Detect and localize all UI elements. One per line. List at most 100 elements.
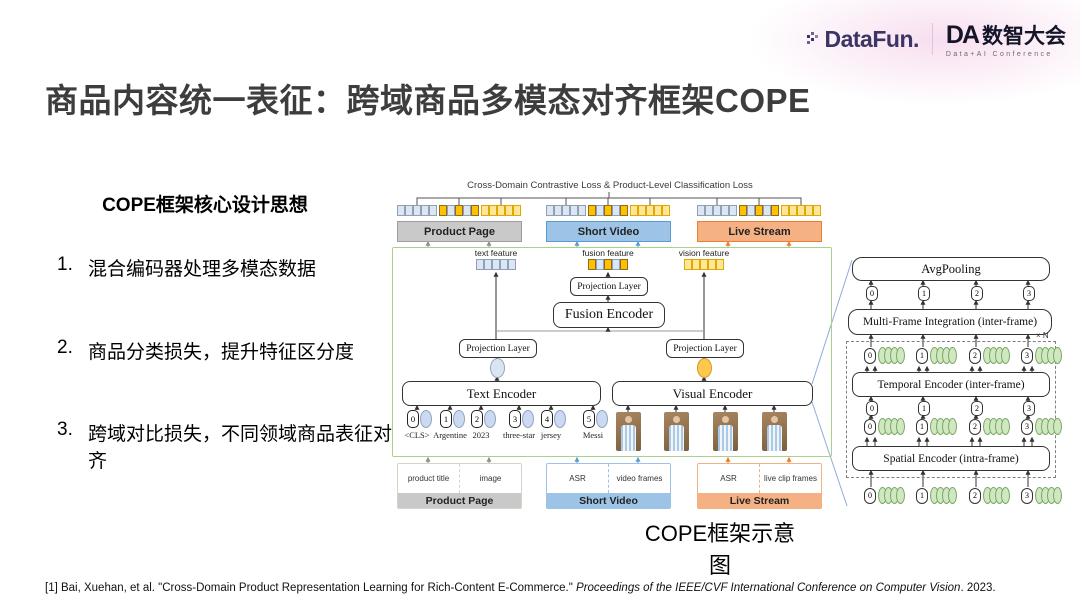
input-cell: ASR: [698, 464, 760, 493]
page-title: 商品内容统一表征：跨域商品多模态对齐框架COPE: [45, 82, 811, 119]
person-head: [625, 416, 632, 423]
repeat-count-label: × N: [1036, 331, 1049, 340]
token-num: 4: [541, 410, 553, 428]
frame-index-token: 2: [971, 401, 983, 416]
input-group-short-video: ASR video frames Short Video: [546, 463, 671, 509]
citation-text: [1] Bai, Xuehan, et al. "Cross-Domain Pr…: [45, 582, 577, 594]
patch-token-stack: 0: [864, 487, 905, 504]
design-point-2: 2. 商品分类损失，提升特征区分度: [57, 337, 407, 364]
patch-token-stack: 3: [1021, 487, 1062, 504]
input-cell: video frames: [616, 474, 663, 483]
fusion-encoder: Fusion Encoder: [553, 302, 665, 328]
token-num: 5: [583, 410, 595, 428]
feature-label-fusion: fusion feature: [582, 248, 634, 258]
input-cell: ASR: [547, 464, 609, 493]
token-label: three-star: [502, 430, 536, 440]
token-embedding-oval: [453, 410, 465, 428]
stack-num: 3: [1021, 418, 1033, 435]
visual-encoder: Visual Encoder: [612, 381, 813, 406]
token-strip-fusion: [739, 205, 779, 216]
spatial-encoder-box: Spatial Encoder (intra-frame): [852, 446, 1050, 471]
frame-token-stack: 0: [864, 418, 905, 435]
da-name: 数智大会: [982, 25, 1066, 48]
token-num: 1: [440, 410, 452, 428]
multi-frame-integration-box: Multi-Frame Integration (inter-frame): [848, 309, 1052, 335]
token-num: 0: [407, 410, 419, 428]
patch-token-stack: 1: [916, 487, 957, 504]
input-bar-product-page: Product Page: [398, 493, 521, 508]
loss-label: Cross-Domain Contrastive Loss & Product-…: [467, 180, 753, 191]
text-encoder: Text Encoder: [402, 381, 601, 406]
citation-year: . 2023.: [960, 582, 996, 594]
patch-token-stack: 2: [969, 487, 1010, 504]
token-label: 2023: [472, 430, 490, 440]
frame-index-token: 1: [918, 286, 930, 301]
token-strip-fusion: [439, 205, 479, 216]
person-head: [722, 416, 729, 423]
token-num: 3: [509, 410, 521, 428]
token-num: 2: [471, 410, 483, 428]
framework-box: [392, 247, 832, 457]
domain-bar-live-stream: Live Stream: [697, 221, 822, 242]
feature-strip-text: [476, 259, 516, 270]
frame-token-stack: 2: [969, 347, 1010, 364]
projection-layer-top: Projection Layer: [570, 277, 648, 296]
datafun-logo-icon: [806, 32, 818, 44]
domain-bar-product-page: Product Page: [397, 221, 522, 242]
token-strip-fusion: [588, 205, 628, 216]
cls-oval-text: [490, 358, 505, 378]
frame-index-token: 0: [866, 286, 878, 301]
frame-index-token: 1: [918, 401, 930, 416]
design-point-num: 1.: [57, 254, 73, 275]
feature-strip-fusion: [588, 259, 628, 270]
person-head: [673, 416, 680, 423]
temporal-encoder-box: Temporal Encoder (inter-frame): [852, 372, 1050, 397]
frame-index-token: 2: [971, 286, 983, 301]
da-abbr: DA: [945, 21, 980, 49]
frame-index-token: 0: [866, 401, 878, 416]
video-frame-2: [664, 412, 689, 451]
token-strip-vision: [781, 205, 821, 216]
frame-token-stack: 3: [1021, 347, 1062, 364]
domain-bar-short-video: Short Video: [546, 221, 671, 242]
design-point-num: 3.: [57, 419, 73, 440]
input-cell: image: [479, 474, 502, 483]
frame-token-stack: 2: [969, 418, 1010, 435]
video-frame-3: [713, 412, 738, 451]
token-embedding-oval: [420, 410, 432, 428]
header-logos: DataFun. DA 数智大会 Data+AI Conference: [806, 20, 1066, 58]
text-token-0: 0: [407, 410, 432, 428]
text-token-2: 2: [471, 410, 496, 428]
token-embedding-oval: [522, 410, 534, 428]
token-embedding-oval: [554, 410, 566, 428]
repeat-block-dashed-box: [846, 341, 1056, 478]
logo-divider: [931, 23, 933, 55]
input-bar-short-video: Short Video: [547, 493, 670, 508]
text-token-3: 3: [509, 410, 534, 428]
frame-index-token: 3: [1023, 286, 1035, 301]
projection-layer-text: Projection Layer: [459, 339, 537, 358]
design-point-text: 商品分类损失，提升特征区分度: [88, 342, 355, 363]
stack-num: 1: [916, 347, 928, 364]
frame-token-stack: 1: [916, 418, 957, 435]
cls-oval-vision: [697, 358, 712, 378]
design-point-3: 3. 跨域对比损失，不同领域商品表征对齐: [57, 419, 407, 473]
frame-token-stack: 1: [916, 347, 957, 364]
diagram-caption: COPE框架示意图: [644, 521, 796, 578]
text-token-5: 5: [583, 410, 608, 428]
input-bar-live-stream: Live Stream: [698, 493, 821, 508]
citation-venue: Proceedings of the IEEE/CVF Internationa…: [576, 582, 961, 594]
token-strip-text: [546, 205, 586, 216]
token-strip-vision: [481, 205, 521, 216]
header-glow: [750, 0, 1080, 105]
token-embedding-oval: [484, 410, 496, 428]
stack-num: 0: [864, 487, 876, 504]
stack-num: 2: [969, 347, 981, 364]
token-strip-vision: [630, 205, 670, 216]
feature-strip-vision: [684, 259, 724, 270]
token-label: Messi: [582, 430, 604, 440]
da-subtitle: Data+AI Conference: [945, 51, 1053, 58]
token-embedding-oval: [596, 410, 608, 428]
